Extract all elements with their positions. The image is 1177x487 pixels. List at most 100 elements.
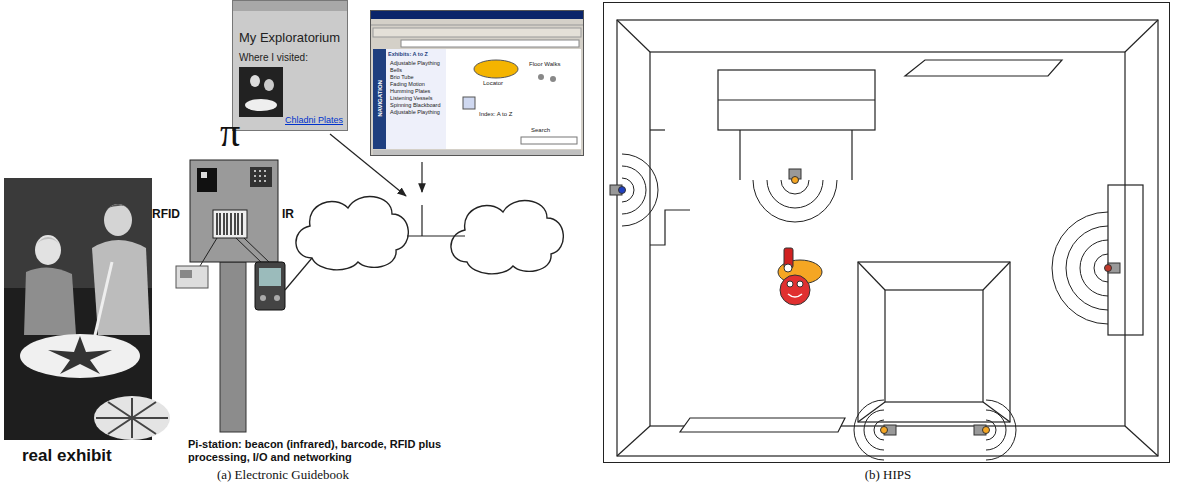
device-label: IR xyxy=(282,208,294,222)
beacon xyxy=(792,177,799,184)
room-plan xyxy=(1108,185,1143,335)
room-plan xyxy=(858,402,885,422)
network-link xyxy=(421,162,422,192)
pi-station xyxy=(176,266,208,288)
exhibit-photo xyxy=(35,235,61,265)
window-text: NAVIGATION xyxy=(376,75,383,121)
window-graphics xyxy=(245,99,277,111)
window-text: Fading Motion xyxy=(390,81,425,87)
window-text: Chladni Plates xyxy=(285,115,343,125)
beacon xyxy=(854,400,896,460)
beacon xyxy=(881,427,888,434)
window-text: Exhibits: A to Z xyxy=(388,51,428,57)
pi-station xyxy=(285,258,312,290)
exhibit-photo xyxy=(104,204,132,212)
beacon xyxy=(610,154,1120,460)
beacon xyxy=(1052,212,1108,324)
room-plan xyxy=(617,20,650,52)
window-text: Locator xyxy=(483,80,503,87)
window-graphics xyxy=(373,49,581,149)
window-graphics xyxy=(373,150,581,155)
window-graphics xyxy=(550,76,556,82)
room-plan xyxy=(617,20,1158,456)
window-graphics xyxy=(233,1,349,132)
room-plan xyxy=(650,129,665,130)
beacon xyxy=(610,154,658,226)
room-plan xyxy=(1125,20,1158,52)
window-graphics xyxy=(264,79,274,91)
beacon xyxy=(753,169,837,222)
visitor-figure xyxy=(787,281,793,287)
exhibit-photo xyxy=(4,178,170,440)
room-plan xyxy=(851,130,852,180)
pi-station xyxy=(213,210,247,238)
room-plan xyxy=(680,418,845,432)
pi-station xyxy=(180,270,192,278)
exhibit-photo xyxy=(92,240,150,335)
beacon xyxy=(974,400,1016,460)
visitor-figure xyxy=(788,294,802,297)
pi-station xyxy=(259,268,281,286)
pi-station xyxy=(220,262,246,432)
pi-station-head: π xyxy=(208,112,258,158)
window-text: Spinning Blackboard xyxy=(390,102,440,108)
exhibit-photo xyxy=(35,237,61,246)
visitor-figure xyxy=(780,275,810,305)
room-plan xyxy=(718,99,875,100)
window-text: Bells xyxy=(390,67,402,73)
room-plan xyxy=(650,52,1125,426)
beacon xyxy=(622,154,658,226)
pi-station xyxy=(250,167,272,187)
window-text: Floor Walks xyxy=(529,61,560,68)
pi-station xyxy=(244,238,270,263)
room-plan xyxy=(983,402,1010,422)
window-graphics xyxy=(386,49,446,149)
window-graphics xyxy=(373,49,386,149)
window-graphics xyxy=(239,67,283,117)
beacon xyxy=(767,180,823,208)
window-graphics xyxy=(521,137,577,144)
pi-station xyxy=(274,295,280,301)
beacon xyxy=(619,187,626,194)
room-plan xyxy=(604,3,1170,463)
pi-station xyxy=(255,262,285,310)
room-plan xyxy=(983,262,1010,290)
beacon xyxy=(986,400,1016,460)
window-graphics xyxy=(474,60,518,78)
pi-station xyxy=(190,160,278,262)
window-text: My Exploratorium xyxy=(239,31,340,46)
photo-label: real exhibit xyxy=(22,446,112,466)
network-link xyxy=(421,205,422,236)
pi-station xyxy=(200,238,217,266)
pi-station xyxy=(201,172,207,178)
network-link xyxy=(407,235,465,236)
room-plan xyxy=(858,262,885,290)
window-graphics xyxy=(538,74,544,80)
window-text: Listening Vessels xyxy=(390,95,433,101)
window-graphics xyxy=(463,97,475,109)
window-text: Index: A to Z xyxy=(479,111,512,118)
subfigure-caption: (a) Electronic Guidebook xyxy=(190,468,376,483)
room-plan xyxy=(905,60,1062,76)
visitor-figure xyxy=(797,281,803,287)
window-text: Adjustable Plaything xyxy=(390,60,440,66)
pi-station xyxy=(236,238,262,263)
room-plan xyxy=(650,210,690,245)
pi-station xyxy=(217,213,242,235)
exhibit-photo xyxy=(96,398,168,438)
window-graphics xyxy=(371,11,583,19)
beacon xyxy=(753,180,837,222)
network-cloud xyxy=(296,197,563,274)
window-text: Search xyxy=(531,127,550,134)
exhibit-photo xyxy=(94,396,170,440)
pi-station xyxy=(260,295,266,301)
pi-station xyxy=(254,171,266,181)
room-plan xyxy=(1125,426,1158,456)
room-plan xyxy=(604,3,1170,463)
visitor-figure xyxy=(784,264,792,272)
window-graphics xyxy=(401,40,579,47)
window-text: Where I visited: xyxy=(239,52,308,64)
